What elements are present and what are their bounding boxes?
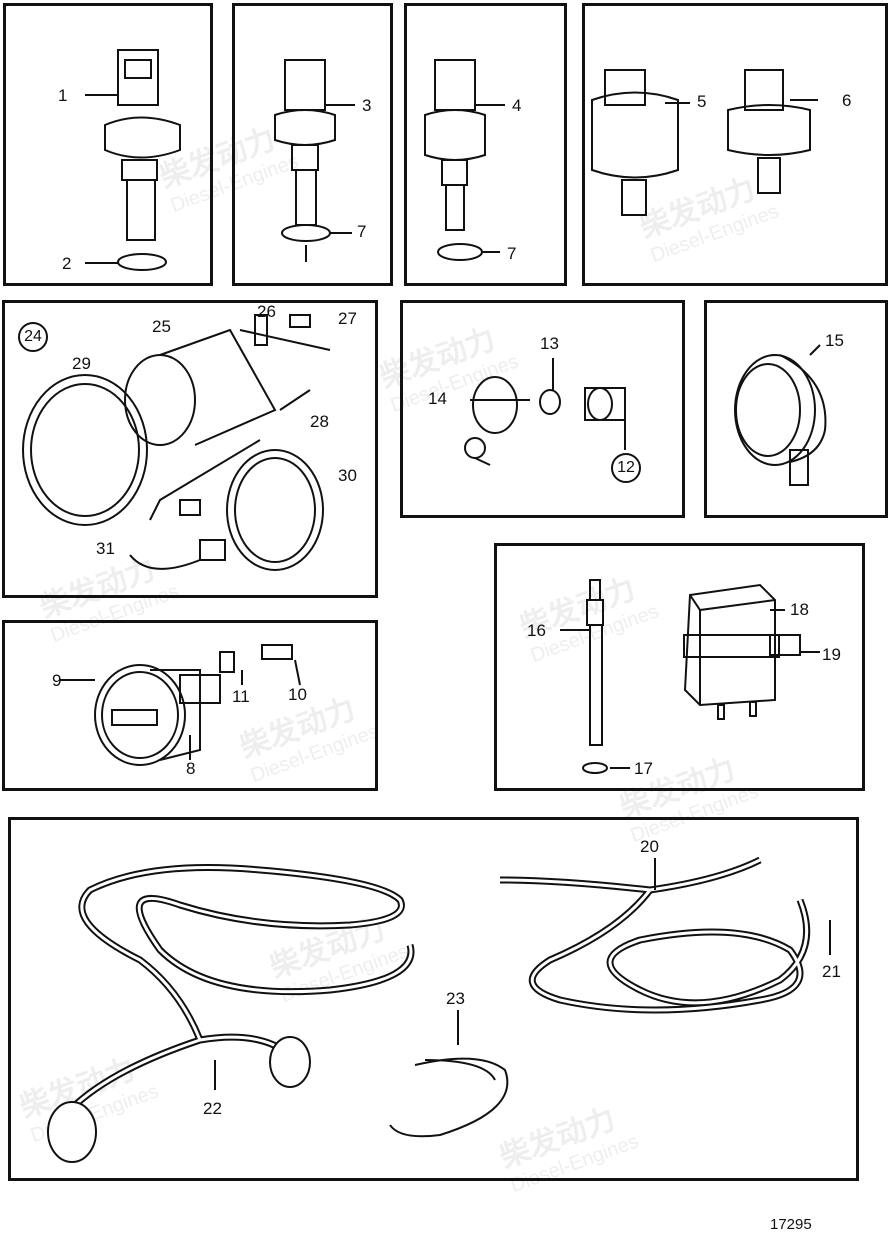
part-label: 5 [697, 92, 707, 111]
part-label: 14 [428, 389, 447, 408]
part-label: 9 [52, 671, 62, 690]
part-label: 16 [527, 621, 546, 640]
panel-sensors-5-6 [582, 3, 888, 286]
part-label: 15 [825, 331, 844, 350]
panel-sensor-1 [3, 3, 213, 286]
lamp-part-12 [464, 358, 626, 466]
part-label: 19 [822, 645, 841, 664]
hour-meter-part-9 [60, 644, 301, 766]
part-label: 13 [540, 334, 559, 353]
glow-plug-part-16 [560, 579, 630, 774]
sensor-part-4 [424, 59, 505, 261]
part-label: 21 [822, 962, 841, 981]
part-label: 6 [842, 91, 852, 110]
part-label: 26 [257, 302, 276, 321]
part-label: 25 [152, 317, 171, 336]
panel-relay-18 [494, 543, 865, 791]
panel-harnesses [8, 817, 859, 1181]
cable-tie-part-23 [389, 1010, 509, 1138]
relay-part-18 [683, 583, 820, 720]
panel-sensor-4 [404, 3, 567, 286]
part-label-circled: 12 [611, 453, 641, 483]
part-label: 20 [640, 837, 659, 856]
part-label: 7 [507, 244, 517, 263]
part-label-circled: 24 [18, 322, 48, 352]
part-label: 23 [446, 989, 465, 1008]
panel-sensor-3 [232, 3, 393, 286]
gauge-part-25 [22, 314, 331, 571]
part-label: 22 [203, 1099, 222, 1118]
harness-inner [68, 866, 413, 1112]
part-label: 8 [186, 759, 196, 778]
panel-lamp-12 [400, 300, 685, 518]
figure-number: 17295 [770, 1216, 812, 1233]
part-label: 27 [338, 309, 357, 328]
sensor-part-1 [85, 49, 181, 271]
part-label: 18 [790, 600, 809, 619]
part-label: 28 [310, 412, 329, 431]
sensor-part-6 [727, 69, 818, 194]
horn-part-15 [734, 344, 827, 486]
part-label: 31 [96, 539, 115, 558]
part-label: 4 [512, 96, 522, 115]
part-label: 3 [362, 96, 372, 115]
sensor-part-5 [591, 69, 690, 216]
part-label: 7 [357, 222, 367, 241]
connectors-22 [47, 1036, 311, 1163]
part-label: 2 [62, 254, 72, 273]
part-label: 11 [232, 687, 250, 706]
sensor-part-3 [274, 59, 355, 262]
panel-gauge-24 [2, 300, 378, 598]
part-label: 1 [58, 86, 68, 105]
panel-horn-15 [704, 300, 888, 518]
part-label: 30 [338, 466, 357, 485]
part-label: 29 [72, 354, 91, 373]
panel-hour-meter-9 [2, 620, 378, 791]
part-label: 17 [634, 759, 653, 778]
part-label: 10 [288, 685, 307, 704]
